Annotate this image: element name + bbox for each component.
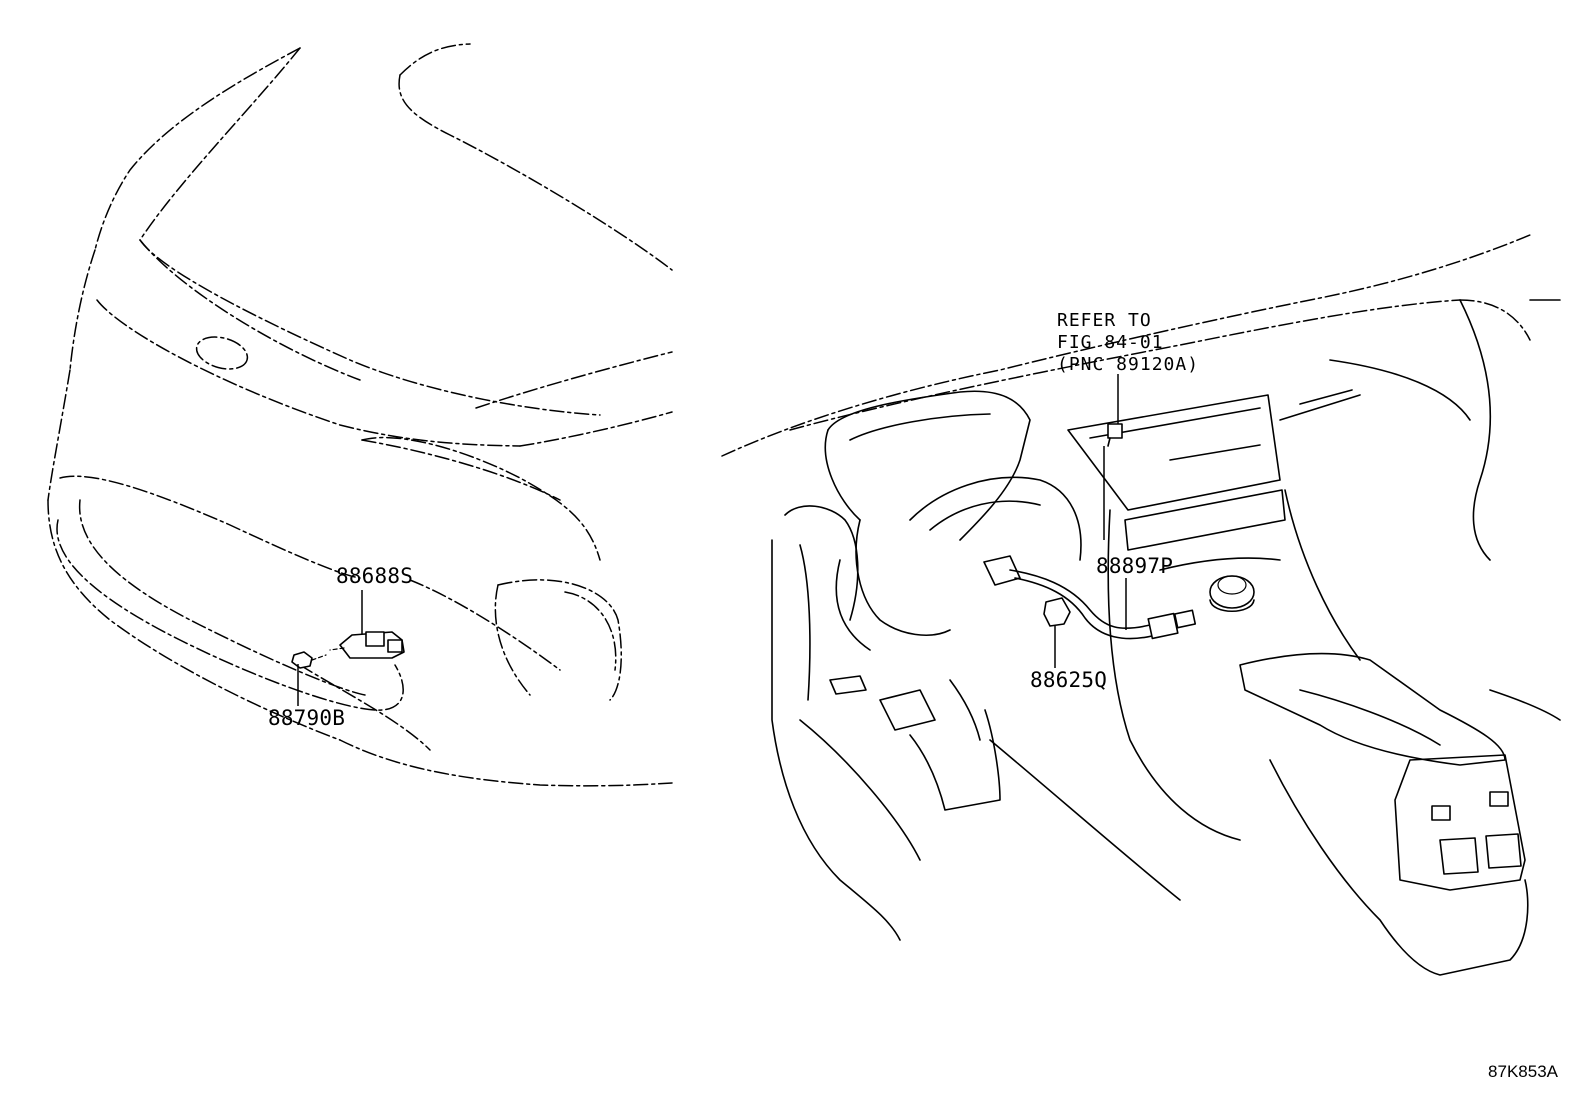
figure-code: 87K853A: [1488, 1062, 1558, 1081]
harness-88897p: [983, 555, 1197, 640]
connector-88625q: [1043, 597, 1071, 627]
reference-note-line3: (PNC 89120A): [1057, 354, 1200, 375]
sensor-bracket-88688s: [329, 631, 405, 659]
reference-note-line1: REFER TO: [1057, 310, 1152, 331]
callout-88625q: 88625Q: [1030, 668, 1108, 692]
sensor-89120a: [1107, 423, 1123, 447]
callout-88688s: 88688S: [336, 564, 414, 588]
callout-88897p: 88897P: [1096, 554, 1174, 578]
reference-note-line2: FIG 84-01: [1057, 332, 1164, 353]
clip-88790b: [291, 651, 327, 669]
interior-dash-view: [721, 234, 1561, 976]
reference-note: REFER TO FIG 84-01 (PNC 89120A): [1057, 310, 1199, 376]
front-vehicle-view: [47, 43, 673, 787]
callout-88790b: 88790B: [268, 706, 346, 730]
